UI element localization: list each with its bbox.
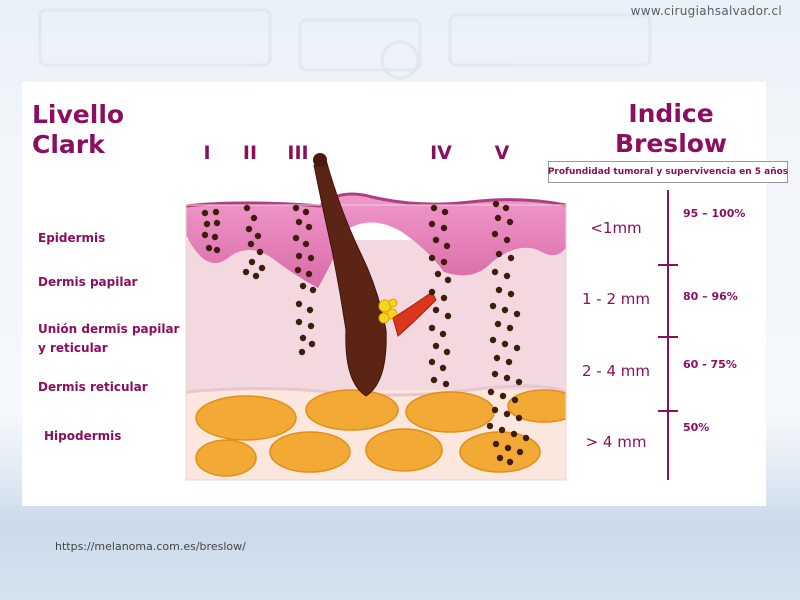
label-hipodermis: Hipodermis: [44, 429, 122, 443]
label-union-line2: y reticular: [38, 341, 108, 355]
breslow-title: Indice Breslow: [601, 99, 741, 159]
clark-level-1: I: [203, 142, 211, 164]
breslow-depth-2: 1 - 2 mm: [581, 290, 651, 308]
arrector-pili-muscle: [392, 291, 437, 337]
breslow-title-line1: Indice: [628, 99, 714, 128]
clark-title-line2: Clark: [32, 130, 105, 159]
survival-3: 60 - 75%: [683, 358, 737, 371]
breslow-depth-4: > 4 mm: [585, 433, 647, 451]
survival-2: 80 – 96%: [683, 290, 738, 303]
label-dermis-reticular: Dermis reticular: [38, 380, 148, 394]
epidermis-layer: [186, 193, 566, 288]
survival-1: 95 – 100%: [683, 207, 746, 220]
clark-title-line1: Livello: [32, 100, 125, 129]
label-union-dermis: Unión dermis papilar y reticular: [38, 320, 188, 358]
source-link[interactable]: https://melanoma.com.es/breslow/: [55, 540, 246, 553]
survival-4: 50%: [683, 421, 710, 434]
breslow-subtitle: Profundidad tumoral y supervivencia en 5…: [548, 161, 788, 183]
breslow-scale: [658, 190, 678, 480]
label-union-line1: Unión dermis papilar: [38, 322, 180, 336]
fat-lobules: [195, 389, 566, 477]
breslow-title-line2: Breslow: [614, 129, 728, 158]
label-epidermis: Epidermis: [38, 231, 106, 245]
stratum-corneum: [186, 192, 566, 208]
clark-level-4: IV: [430, 142, 452, 164]
breslow-depth-1: <1mm: [590, 219, 642, 237]
site-url[interactable]: www.cirugiahsalvador.cl: [630, 4, 782, 18]
clark-title: Livello Clark: [32, 100, 124, 160]
hair-follicle: [313, 153, 387, 397]
clark-level-5: V: [494, 142, 510, 164]
breslow-depth-3: 2 - 4 mm: [581, 362, 651, 380]
clark-level-2: II: [242, 142, 258, 164]
skin-block-outline: [185, 204, 567, 481]
label-dermis-papilar: Dermis papilar: [38, 275, 138, 289]
melanoma-cells: [201, 200, 530, 466]
clark-level-3: III: [287, 142, 309, 164]
